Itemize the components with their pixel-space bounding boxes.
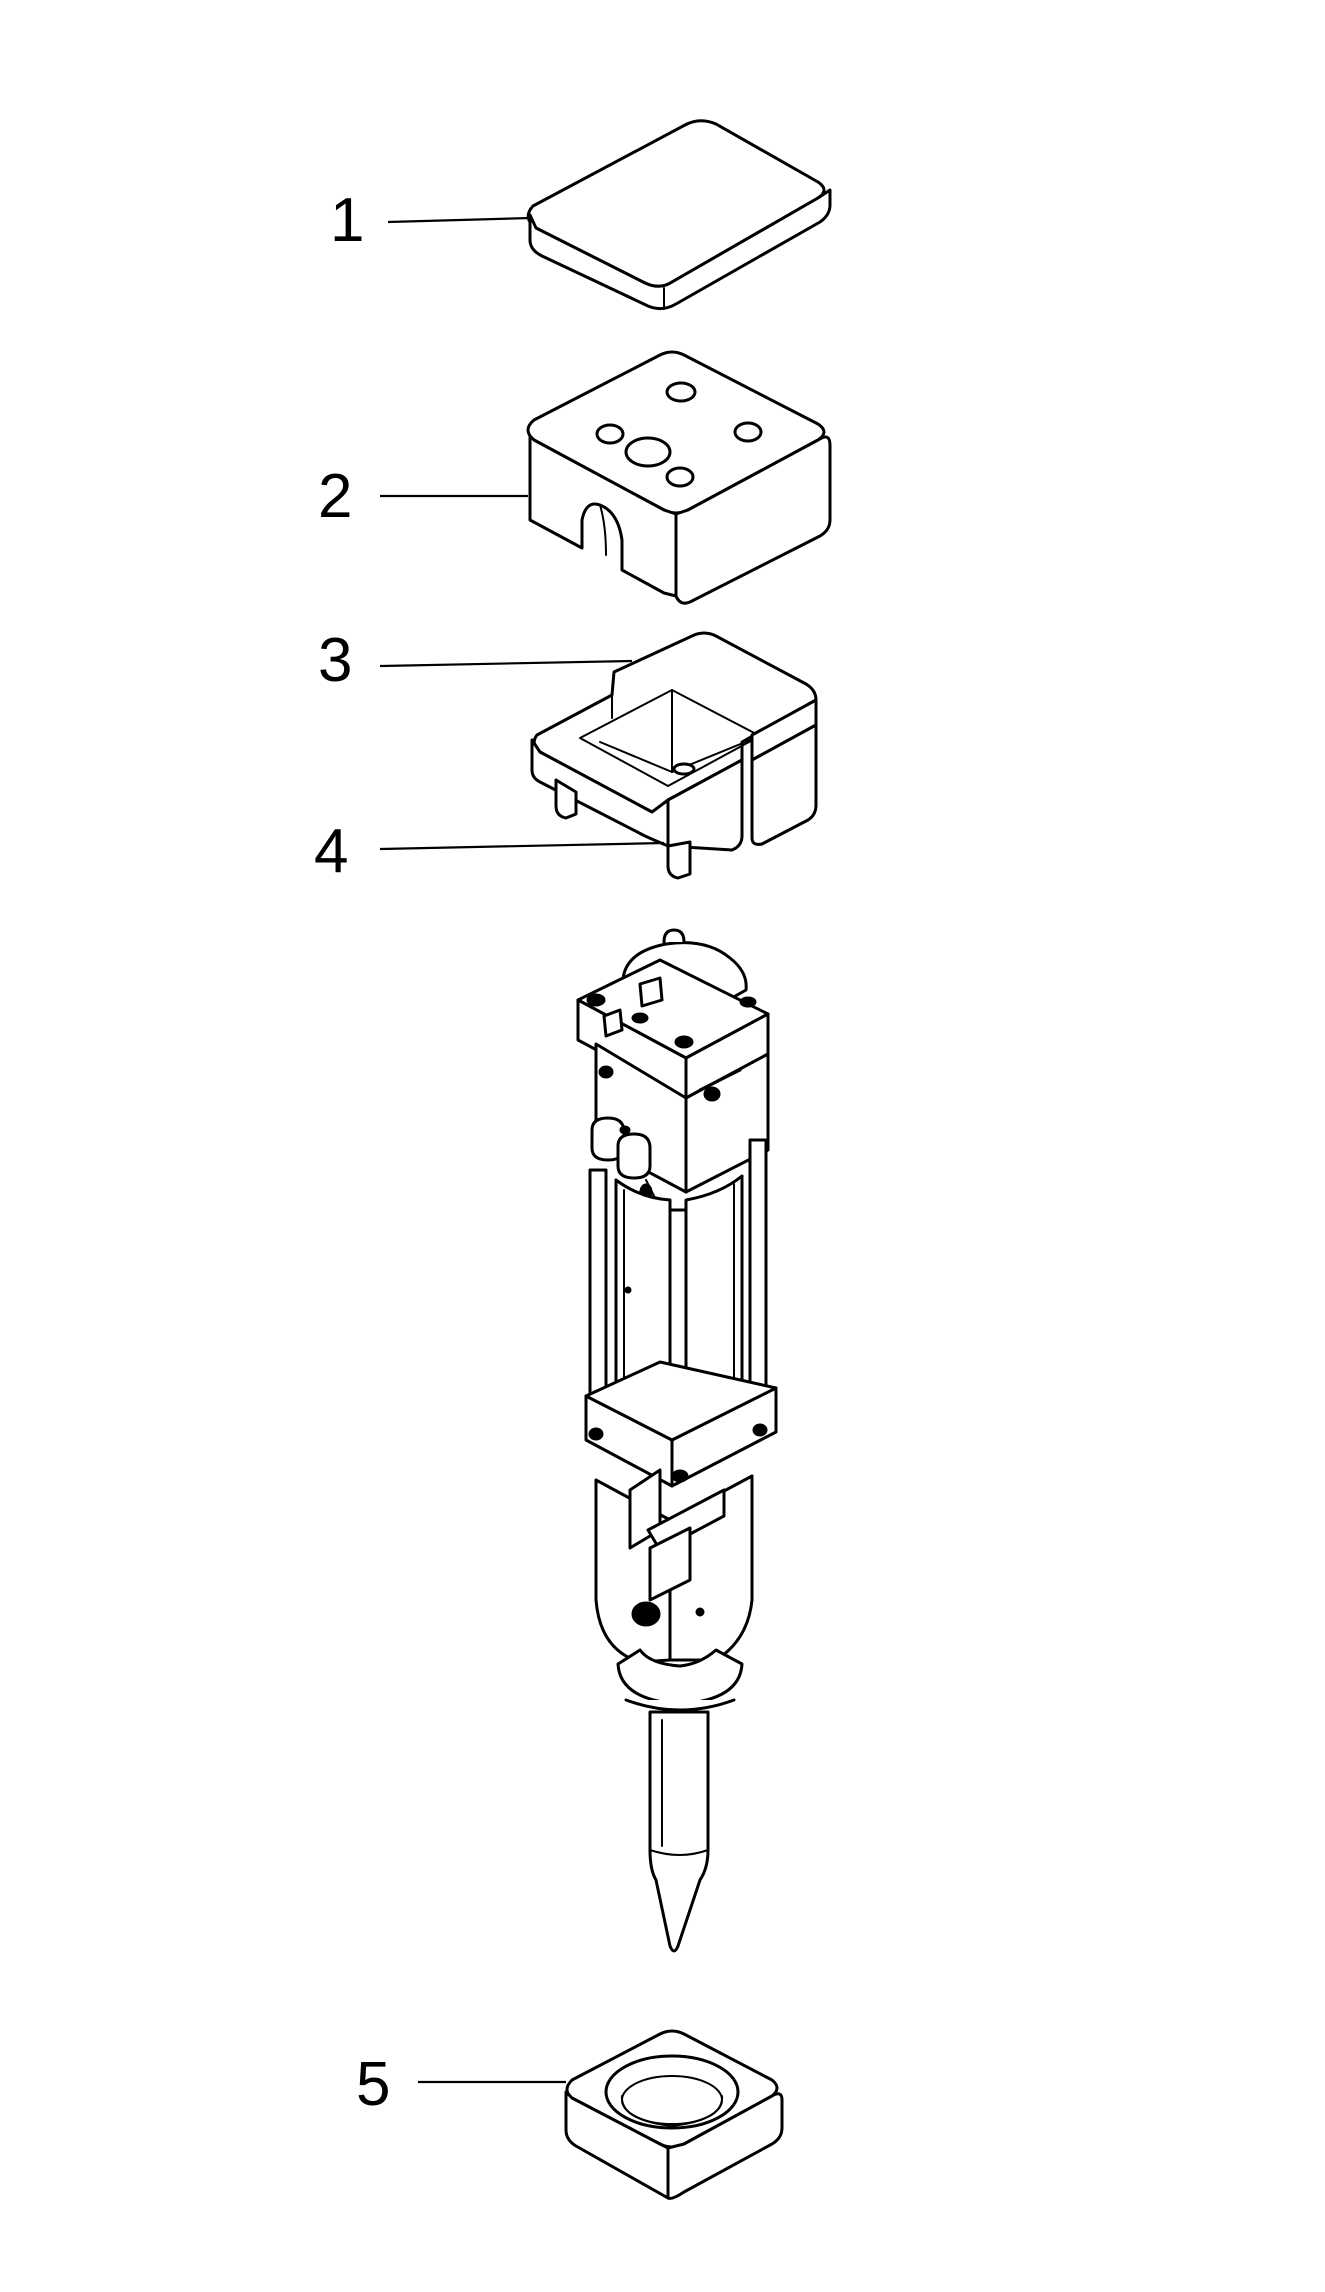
hammer-assembly (576, 928, 778, 1953)
callout-labels: 1 2 3 4 5 (314, 186, 390, 2119)
callout-3: 3 (318, 626, 352, 695)
leader-lines (379, 216, 665, 2084)
callout-1: 1 (330, 186, 364, 255)
part-2-upper-block (526, 350, 832, 605)
part-5-bottom-bushing (564, 2029, 784, 2200)
callout-2: 2 (318, 462, 352, 531)
part-3-4-split-bracket (530, 631, 818, 880)
callout-4: 4 (314, 817, 348, 886)
callout-5: 5 (356, 2050, 390, 2119)
part-1-top-plate (526, 119, 832, 311)
